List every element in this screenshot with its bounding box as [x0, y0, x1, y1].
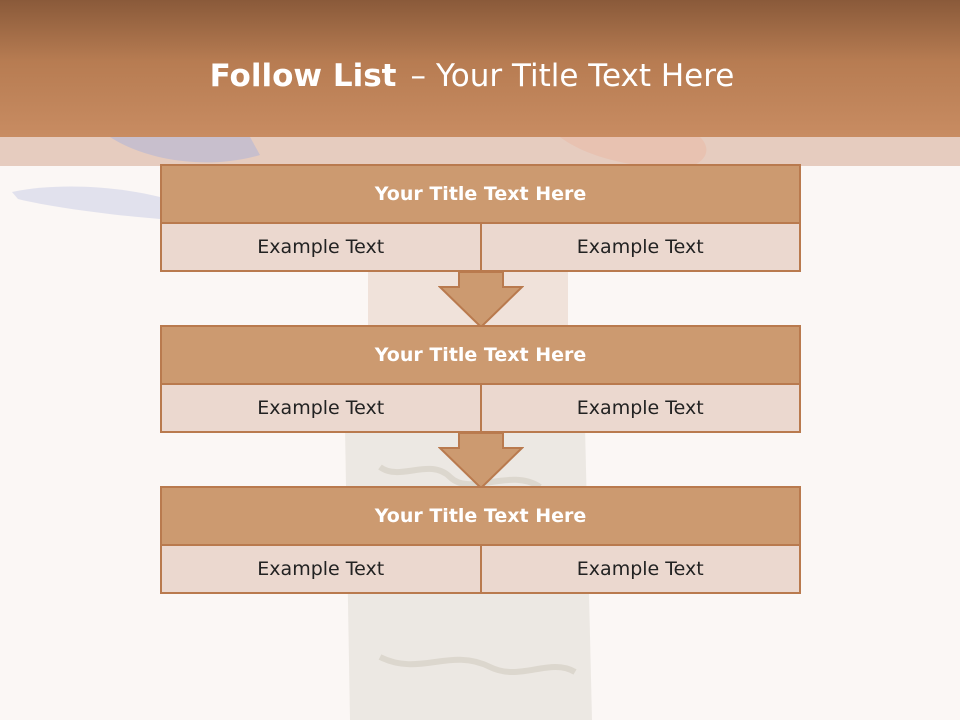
flow-stage-3: Your Title Text Here Example Text Exampl… — [160, 486, 801, 594]
down-arrow-icon — [438, 271, 524, 329]
slide-title: Follow List–Your Title Text Here — [0, 52, 944, 100]
header-bar — [0, 0, 960, 137]
stage-cell-left: Example Text — [162, 224, 480, 270]
flow-stage-2: Your Title Text Here Example Text Exampl… — [160, 325, 801, 433]
stage-title: Your Title Text Here — [162, 488, 799, 546]
stage-cell-right: Example Text — [479, 224, 799, 270]
flow-stage-1: Your Title Text Here Example Text Exampl… — [160, 164, 801, 272]
stage-row: Example Text Example Text — [162, 224, 799, 270]
stage-cell-left: Example Text — [162, 546, 480, 592]
slide-title-separator: – — [410, 58, 426, 94]
slide-title-rest: Your Title Text Here — [435, 58, 735, 94]
stage-title: Your Title Text Here — [162, 166, 799, 224]
stage-row: Example Text Example Text — [162, 546, 799, 592]
down-arrow-icon — [438, 432, 524, 490]
stage-cell-right: Example Text — [479, 546, 799, 592]
slide-title-strong: Follow List — [209, 58, 397, 94]
stage-cell-right: Example Text — [479, 385, 799, 431]
stage-title: Your Title Text Here — [162, 327, 799, 385]
stage-cell-left: Example Text — [162, 385, 480, 431]
stage-row: Example Text Example Text — [162, 385, 799, 431]
